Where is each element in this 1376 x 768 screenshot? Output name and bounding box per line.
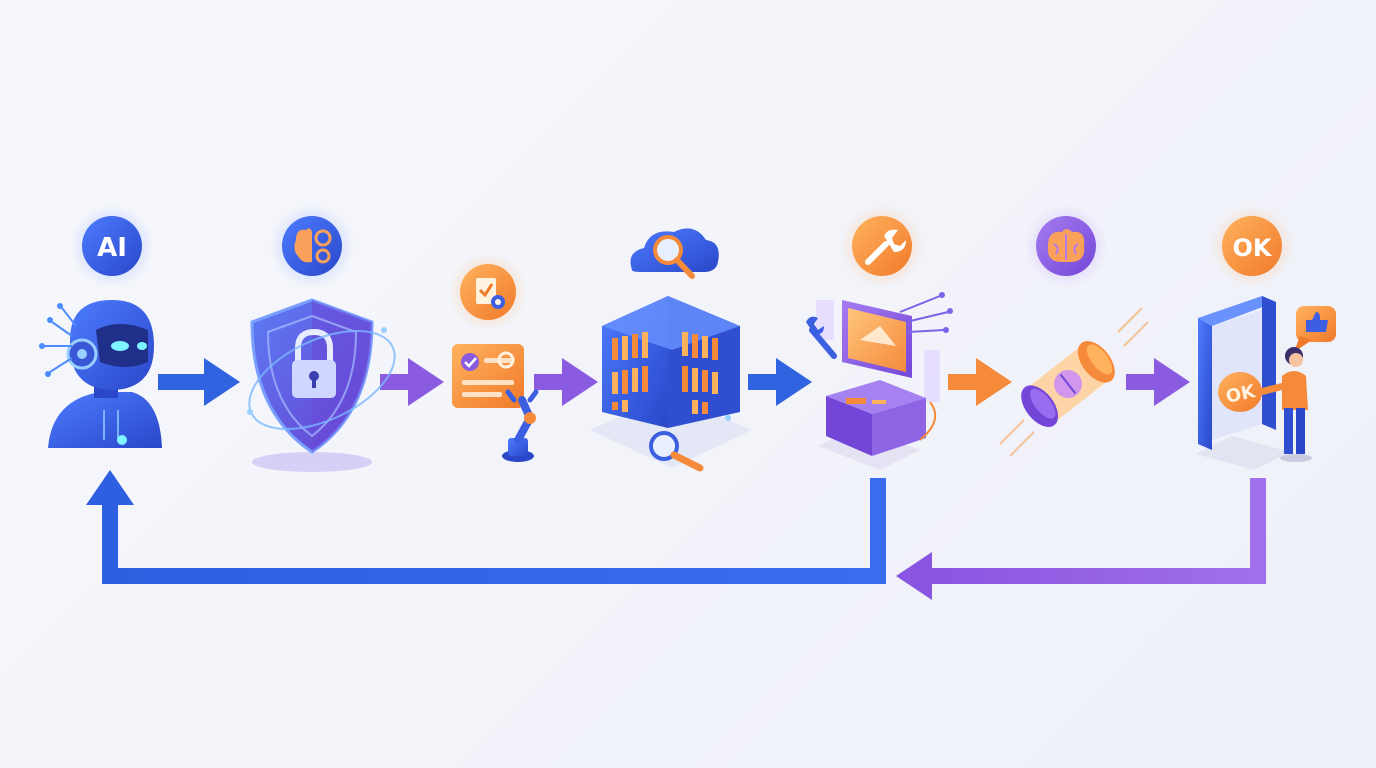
feedback-loop-purple: [896, 478, 1266, 600]
robot-arm-icon: [502, 389, 539, 462]
checklist-gear-badge: [448, 252, 528, 332]
robot-head-icon: [39, 300, 162, 448]
stage-tooling-workstation: [806, 204, 953, 470]
workstation-icon: [806, 292, 953, 470]
person-icon: [1256, 347, 1312, 462]
brain-badge: [1024, 204, 1108, 288]
wrench-icon: [865, 229, 906, 265]
ok-badge: OK: [1210, 204, 1294, 288]
feedback-loop-blue: [86, 470, 886, 584]
thumbs-up-bubble-icon: [1294, 306, 1336, 352]
cloud-search-badge: [630, 228, 719, 279]
stage-knowledge-library: [590, 228, 752, 472]
arrow-2: [380, 358, 444, 406]
gateway-icon: OK: [1196, 296, 1290, 470]
checklist-gear-icon: [476, 278, 505, 309]
bookshelf-icon: [590, 296, 752, 472]
ok-badge-text: OK: [1233, 234, 1273, 262]
cloud-search-icon: [630, 228, 719, 279]
shield-lock-icon: [247, 298, 396, 454]
brain-gear-icon: [294, 228, 332, 264]
brain-gear-badge: [270, 204, 354, 288]
brain-icon: [1047, 229, 1085, 262]
stage-approval-gateway: OK OK: [1196, 204, 1336, 470]
ai-badge-text: AI: [97, 233, 127, 263]
capsule-icon: [999, 307, 1149, 457]
stage-ai-robot: AI: [39, 204, 162, 448]
arrow-4: [748, 358, 812, 406]
stage-memory-capsule: [999, 204, 1149, 457]
stage-security-shield: [247, 204, 396, 472]
arrow-6: [1126, 358, 1190, 406]
arrow-3: [534, 358, 598, 406]
wrench-badge: [840, 204, 924, 288]
arrow-5: [948, 358, 1012, 406]
stage-task-automation: [448, 252, 539, 462]
arrow-1: [158, 358, 240, 406]
ai-badge: AI: [70, 204, 154, 288]
